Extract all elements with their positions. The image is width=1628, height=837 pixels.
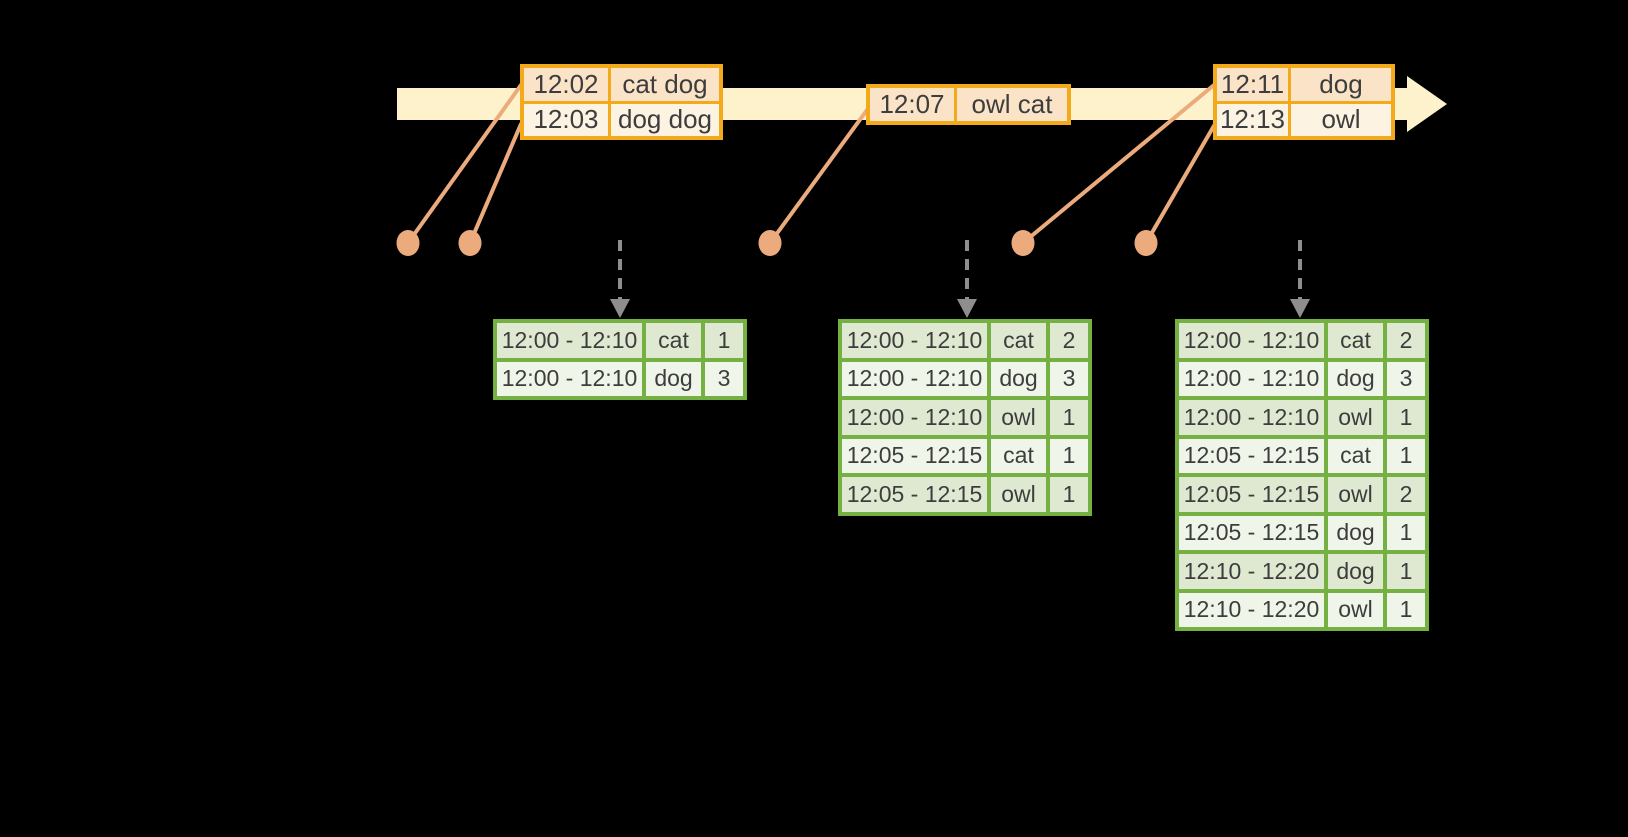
result-count-cell: 2 (1387, 477, 1425, 512)
result-count-cell: 1 (1387, 400, 1425, 435)
connector-line (1144, 122, 1217, 245)
result-window-cell: 12:05 - 12:15 (842, 438, 987, 473)
result-window-cell: 12:10 - 12:20 (1179, 592, 1324, 627)
event-words-cell: dog (1291, 68, 1391, 101)
result-word-cell: dog (991, 361, 1046, 396)
event-dot (396, 230, 420, 256)
event-dot (1011, 230, 1035, 256)
connector-line (406, 83, 523, 245)
event-words-cell: dog dog (611, 103, 719, 136)
result-count-cell: 2 (1050, 323, 1088, 358)
result-window-cell: 12:00 - 12:10 (842, 323, 987, 358)
result-word-cell: cat (1328, 323, 1383, 358)
result-count-cell: 1 (705, 323, 743, 358)
trigger-arrows (610, 240, 1310, 318)
result-count-cell: 1 (1387, 515, 1425, 550)
result-count-cell: 1 (1387, 592, 1425, 627)
result-word-cell: dog (1328, 361, 1383, 396)
event-time-cell: 12:13 (1217, 103, 1288, 136)
result-word-cell: cat (991, 323, 1046, 358)
result-count-cell: 1 (1050, 438, 1088, 473)
result-window-cell: 12:00 - 12:10 (1179, 323, 1324, 358)
result-window-cell: 12:00 - 12:10 (497, 361, 642, 396)
connector-line (1021, 83, 1216, 245)
result-word-cell: owl (1328, 400, 1383, 435)
event-time-cell: 12:03 (524, 103, 608, 136)
result-count-cell: 2 (1387, 323, 1425, 358)
event-dot (758, 230, 782, 256)
result-count-cell: 1 (1050, 477, 1088, 512)
result-window-cell: 12:10 - 12:20 (1179, 554, 1324, 589)
connector-line (468, 122, 523, 245)
event-dot (1134, 230, 1158, 256)
result-word-cell: owl (991, 400, 1046, 435)
trigger-arrowhead-icon (957, 299, 977, 318)
result-count-cell: 1 (1387, 554, 1425, 589)
result-word-cell: owl (1328, 592, 1383, 627)
result-count-cell: 3 (1050, 361, 1088, 396)
result-word-cell: dog (1328, 554, 1383, 589)
result-window-cell: 12:00 - 12:10 (497, 323, 642, 358)
event-words-cell: owl (1291, 103, 1391, 136)
result-word-cell: cat (646, 323, 701, 358)
result-word-cell: cat (1328, 438, 1383, 473)
connector-lines (406, 83, 1217, 245)
result-window-cell: 12:05 - 12:15 (1179, 477, 1324, 512)
result-window-cell: 12:05 - 12:15 (842, 477, 987, 512)
result-word-cell: dog (1328, 515, 1383, 550)
result-word-cell: owl (1328, 477, 1383, 512)
result-word-cell: owl (991, 477, 1046, 512)
result-window-cell: 12:00 - 12:10 (842, 361, 987, 396)
trigger-arrowhead-icon (610, 299, 630, 318)
result-word-cell: dog (646, 361, 701, 396)
event-dots (396, 230, 1158, 256)
event-time-cell: 12:07 (870, 88, 954, 121)
result-window-cell: 12:00 - 12:10 (1179, 400, 1324, 435)
result-count-cell: 1 (1387, 438, 1425, 473)
event-words-cell: cat dog (611, 68, 719, 101)
result-count-cell: 1 (1050, 400, 1088, 435)
result-window-cell: 12:05 - 12:15 (1179, 515, 1324, 550)
result-count-cell: 3 (1387, 361, 1425, 396)
trigger-arrowhead-icon (1290, 299, 1310, 318)
event-words-cell: owl cat (957, 88, 1067, 121)
result-window-cell: 12:00 - 12:10 (1179, 361, 1324, 396)
connector-line (768, 108, 869, 245)
result-window-cell: 12:05 - 12:15 (1179, 438, 1324, 473)
event-time-cell: 12:02 (524, 68, 608, 101)
timeline-arrowhead-icon (1407, 76, 1447, 132)
result-window-cell: 12:00 - 12:10 (842, 400, 987, 435)
result-word-cell: cat (991, 438, 1046, 473)
event-dot (458, 230, 482, 256)
event-time-cell: 12:11 (1217, 68, 1288, 101)
result-count-cell: 3 (705, 361, 743, 396)
